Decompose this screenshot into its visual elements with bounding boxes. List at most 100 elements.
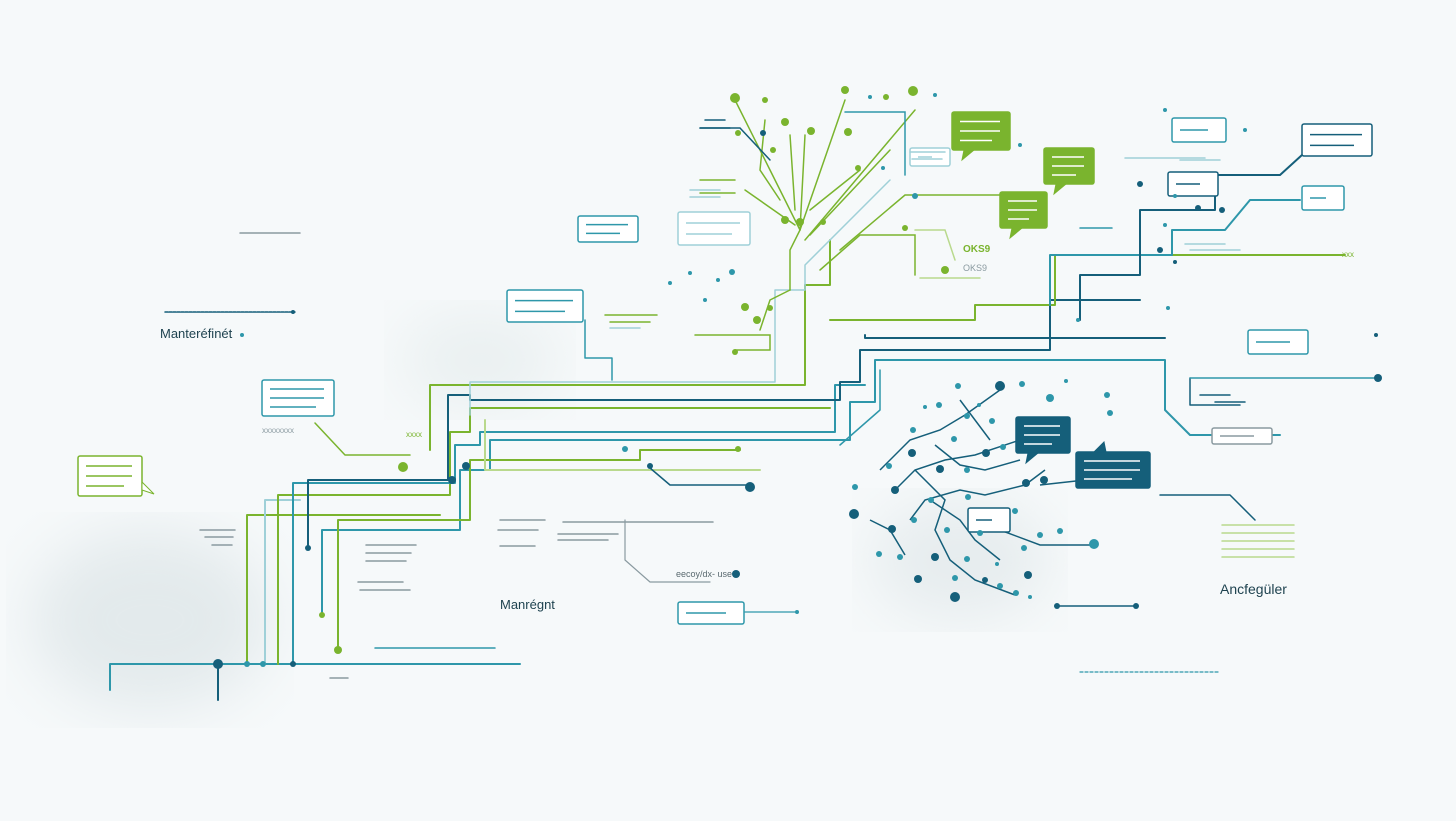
connector-line <box>624 519 711 583</box>
node-dot-icon <box>902 225 908 231</box>
connector-line <box>1049 199 1301 306</box>
node-dot-icon <box>240 333 244 337</box>
node-dot-icon <box>876 551 882 557</box>
node-dot-icon <box>1013 590 1019 596</box>
node-dot-icon <box>688 271 692 275</box>
connector-line <box>469 179 891 416</box>
node-dot-icon <box>753 316 761 324</box>
speech-bubble-icon <box>951 111 1011 162</box>
node-dot-icon <box>1163 108 1167 112</box>
node-dot-icon <box>1028 595 1032 599</box>
node-dot-icon <box>936 402 942 408</box>
small-green-tag: xxxx <box>406 430 422 439</box>
right-tag: xxx <box>1342 250 1354 259</box>
node-dot-icon <box>989 418 995 424</box>
node-dot-icon <box>955 383 961 389</box>
connector-line <box>1189 377 1241 406</box>
node-dot-icon <box>1064 379 1068 383</box>
node-dot-icon <box>1021 545 1027 551</box>
speech-bubble-icon <box>1301 185 1345 211</box>
node-dot-icon <box>762 97 768 103</box>
node-dot-icon <box>1000 444 1006 450</box>
node-dot-icon <box>977 530 983 536</box>
node-dot-icon <box>735 446 741 452</box>
connector-lines <box>109 154 1381 701</box>
node-dot-icon <box>1104 392 1110 398</box>
node-dot-icon <box>928 497 934 503</box>
node-dot-icon <box>855 165 861 171</box>
speech-bubble-icon <box>677 601 745 625</box>
node-dot-icon <box>319 612 325 618</box>
node-dot-icon <box>852 484 858 490</box>
node-dot-icon <box>886 463 892 469</box>
node-dot-icon <box>1243 128 1247 132</box>
node-dot-icon <box>952 575 958 581</box>
node-dot-icon <box>1089 539 1099 549</box>
node-dot-icon <box>844 128 852 136</box>
node-dot-icon <box>716 278 720 282</box>
connector-line <box>277 407 831 665</box>
left-label: Manteréfinét <box>160 326 233 341</box>
connector-line <box>246 514 441 665</box>
connector-line-icon <box>109 663 521 691</box>
speech-bubble-icon <box>1043 147 1095 196</box>
node-dot-icon <box>908 86 918 96</box>
node-dot-icon <box>1137 181 1143 187</box>
node-dot-icon <box>931 553 939 561</box>
speech-bubble-icon <box>967 507 1011 533</box>
node-dot-icon <box>448 476 456 484</box>
node-dot-icon <box>622 446 628 452</box>
speech-bubble-icon <box>999 191 1048 240</box>
connector-line <box>337 449 741 651</box>
node-dot-icon <box>1022 479 1030 487</box>
speech-bubble-icon <box>1167 171 1219 197</box>
node-dot-icon <box>964 467 970 473</box>
node-dot-icon <box>881 166 885 170</box>
mid-caption: eecoy/dx- use <box>676 569 733 579</box>
node-dot-icon <box>647 463 653 469</box>
node-dot-icon <box>1107 410 1113 416</box>
node-dot-icon <box>732 570 740 578</box>
node-dot-icon <box>668 281 672 285</box>
connector-line <box>264 499 301 665</box>
node-dot-icon <box>910 427 916 433</box>
node-dot-icon <box>950 592 960 602</box>
connector-line <box>314 422 411 456</box>
node-dot-icon <box>888 525 896 533</box>
node-dot-icon <box>305 545 311 551</box>
node-dot-icon <box>1166 306 1170 310</box>
node-dot-icon <box>964 413 970 419</box>
node-dot-icon <box>735 130 741 136</box>
node-dot-icon <box>260 661 266 667</box>
node-dot-icon <box>334 646 342 654</box>
connector-line <box>1079 154 1303 321</box>
node-dot-icon <box>1219 207 1225 213</box>
node-dot-icon <box>1046 394 1054 402</box>
speech-bubble-icon <box>577 215 639 243</box>
speech-bubble-icon <box>77 455 155 497</box>
speech-bubble-icon <box>1015 416 1071 465</box>
node-dot-icon <box>965 494 971 500</box>
connector-line <box>864 334 1166 339</box>
node-dot-icon <box>897 554 903 560</box>
speech-bubble-icon <box>506 289 584 323</box>
node-dot-icon <box>1037 532 1043 538</box>
node-dot-icon <box>291 310 295 314</box>
small-label: OKS9 <box>963 263 988 273</box>
node-dot-icon <box>936 465 944 473</box>
green-badge: OKS9 <box>963 244 991 255</box>
node-dot-icon <box>730 93 740 103</box>
node-dot-icon <box>770 147 776 153</box>
connector-line <box>1159 494 1256 521</box>
node-dot-icon <box>781 118 789 126</box>
node-dot-icon <box>849 509 859 519</box>
node-dot-icon <box>290 661 296 667</box>
node-dot-icon <box>741 303 749 311</box>
connector-line <box>839 369 881 446</box>
node-dot-icon <box>944 527 950 533</box>
node-dot-icon <box>1157 247 1163 253</box>
node-dot-icon <box>1173 260 1177 264</box>
node-dot-icon <box>820 219 826 225</box>
node-dot-icon <box>703 298 707 302</box>
